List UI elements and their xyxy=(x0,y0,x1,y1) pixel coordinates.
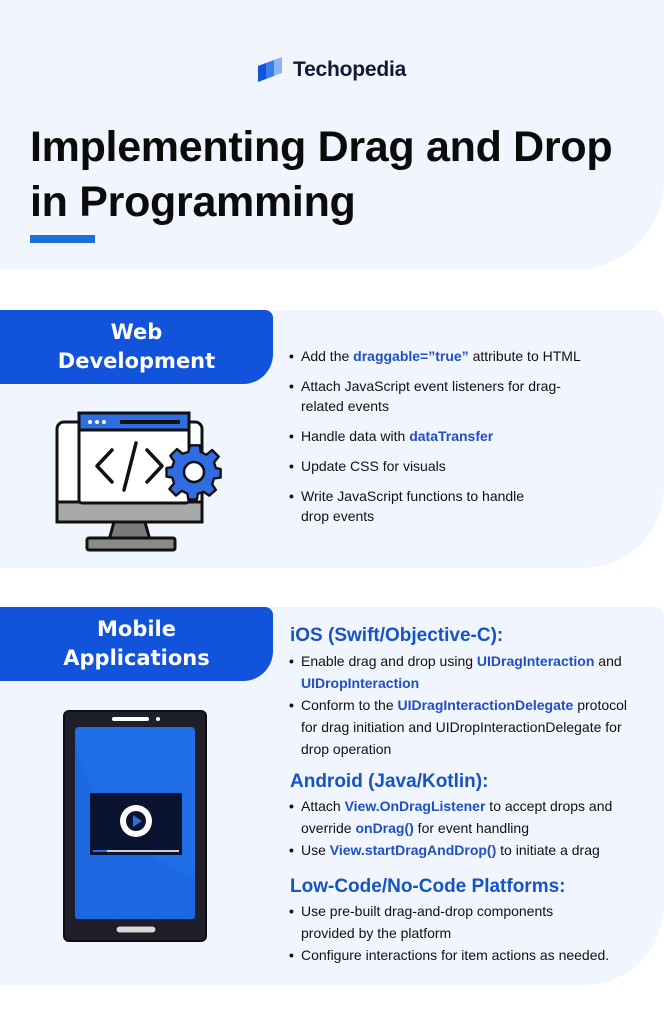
android-bullet-list: Attach View.OnDragListener to accept dro… xyxy=(289,795,649,861)
code-highlight: onDrag() xyxy=(355,820,414,836)
title-underline xyxy=(30,235,95,243)
code-highlight: View.OnDragListener xyxy=(344,798,486,814)
brand-logo[interactable]: Techopedia xyxy=(257,56,406,84)
code-highlight: View.startDragAndDrop() xyxy=(329,842,497,858)
code-highlight: UIDragInteractionDelegate xyxy=(397,697,574,713)
android-heading: Android (Java/Kotlin): xyxy=(290,771,489,792)
monitor-code-gear-icon xyxy=(55,411,222,552)
list-item: Write JavaScript functions to handle dro… xyxy=(289,486,554,526)
web-bullet-list: Add the draggable=”true” attribute to HT… xyxy=(289,346,629,536)
title-line-1: Implementing Drag and Drop xyxy=(30,123,613,171)
mobile-applications-tag: Mobile Applications xyxy=(0,607,273,681)
list-item: Attach View.OnDragListener to accept dro… xyxy=(289,795,649,839)
list-item: Update CSS for visuals xyxy=(289,456,629,476)
code-highlight: UIDragInteraction xyxy=(476,653,595,669)
lowcode-bullet-list: Use pre-built drag-and-drop components p… xyxy=(289,900,649,966)
code-highlight: dataTransfer xyxy=(409,428,494,444)
lowcode-heading: Low-Code/No-Code Platforms: xyxy=(290,876,566,897)
techopedia-logo-icon xyxy=(258,57,282,82)
tag-line-2: Applications xyxy=(63,646,210,670)
tag-line-1: Mobile xyxy=(97,617,176,641)
tag-line-1: Web xyxy=(110,320,163,344)
web-development-tag: Web Development xyxy=(0,310,273,384)
code-highlight: draggable=”true” xyxy=(353,348,469,364)
title-line-2: in Programming xyxy=(30,178,356,226)
list-item: Use pre-built drag-and-drop components p… xyxy=(289,900,589,944)
list-item: Enable drag and drop using UIDragInterac… xyxy=(289,650,629,694)
smartphone-video-play-icon xyxy=(63,710,207,942)
tag-line-2: Development xyxy=(57,349,216,373)
list-item: Configure interactions for item actions … xyxy=(289,944,659,966)
page-title: Implementing Drag and Drop in Programmin… xyxy=(30,120,664,230)
list-item: Attach JavaScript event listeners for dr… xyxy=(289,376,589,416)
code-highlight: UIDropInteraction xyxy=(301,675,420,691)
list-item: Handle data with dataTransfer xyxy=(289,426,629,446)
header-panel xyxy=(0,0,664,270)
ios-bullet-list: Enable drag and drop using UIDragInterac… xyxy=(289,650,649,760)
list-item: Add the draggable=”true” attribute to HT… xyxy=(289,346,629,366)
ios-heading: iOS (Swift/Objective-C): xyxy=(290,625,504,646)
list-item: Use View.startDragAndDrop() to initiate … xyxy=(289,839,649,861)
brand-name: Techopedia xyxy=(293,58,407,81)
list-item: Conform to the UIDragInteractionDelegate… xyxy=(289,694,639,760)
